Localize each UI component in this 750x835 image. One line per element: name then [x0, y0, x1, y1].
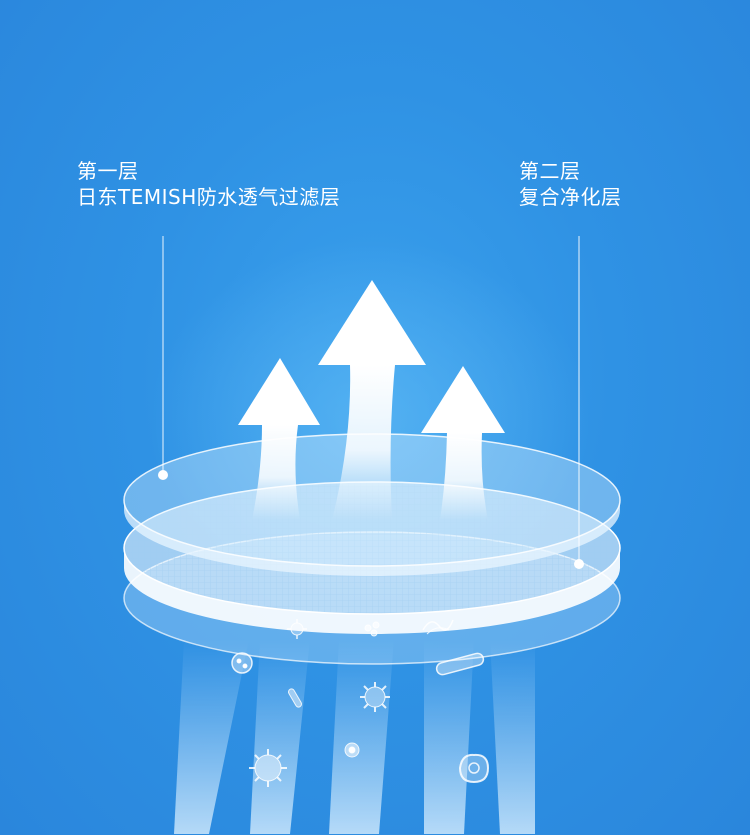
bacillus-icon: [288, 688, 302, 708]
arrow-center: [318, 280, 426, 520]
virus-icon: [360, 682, 390, 712]
first-layer-label: 第一层 日东TEMISH防水透气过滤层: [77, 158, 340, 210]
light-beams: [174, 639, 535, 834]
virus-icon: [249, 749, 287, 787]
fiber-icon: [422, 619, 454, 635]
second-layer-label: 第二层 复合净化层: [519, 158, 622, 210]
germ-icon: [344, 742, 360, 758]
second-layer-disc: [123, 481, 621, 634]
second-layer-heading: 第二层: [519, 159, 581, 183]
leader-line-second: [574, 236, 584, 569]
second-layer-name: 复合净化层: [519, 185, 622, 209]
leader-line-first: [158, 236, 168, 480]
cluster-icon: [364, 621, 380, 637]
bacteria-icon: [458, 753, 490, 784]
first-layer-heading: 第一层: [77, 159, 139, 183]
particles: [231, 619, 490, 787]
germ-icon: [231, 652, 253, 674]
arrow-right: [421, 366, 505, 520]
bacillus-icon: [435, 652, 485, 676]
arrow-left: [238, 358, 320, 520]
first-layer-name: 日东TEMISH防水透气过滤层: [77, 185, 341, 209]
airflow-arrows: [238, 280, 505, 520]
virus-icon: [287, 619, 307, 639]
